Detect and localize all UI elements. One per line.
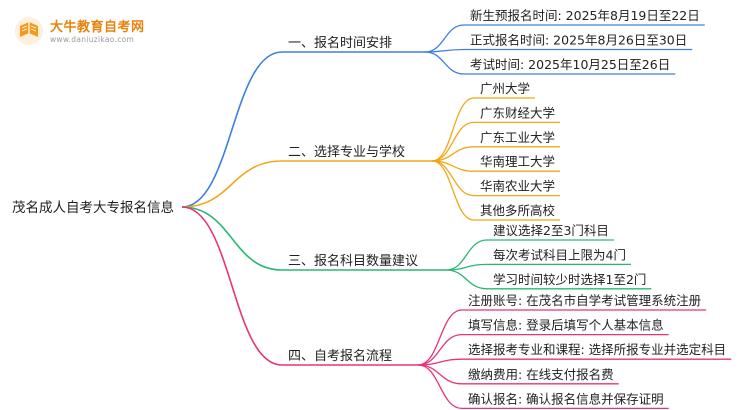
leaf-topic: 选择报考专业和课程: 选择所报专业并选定科目 <box>468 342 726 357</box>
branch-leaf-connector <box>431 97 475 162</box>
leaf-topic: 缴纳费用: 在线支付报名费 <box>468 367 614 382</box>
root-branch-connector <box>181 206 283 271</box>
root-branch-connector <box>181 206 283 366</box>
leaf-topic: 广东工业大学 <box>480 130 555 145</box>
leaf-topic: 建议选择2至3门科目 <box>493 223 609 238</box>
leaf-topic: 注册账号: 在茂名市自学考试管理系统注册 <box>468 293 701 308</box>
branch-leaf-connector <box>417 364 463 410</box>
connector-layer <box>181 24 732 410</box>
branch-topic: 三、报名科目数量建议 <box>288 253 418 269</box>
label-layer: 茂名成人自考大专报名信息 一、报名时间安排 新生预报名时间: 2025年8月19日至… <box>12 8 726 406</box>
book-logo-icon <box>15 17 43 45</box>
site-logo: 大牛教育自考网 www.daniuzikao.com <box>14 14 164 50</box>
branch-leaf-connector <box>431 121 475 162</box>
leaf-topic: 每次考试科目上限为4门 <box>493 247 626 262</box>
leaf-topic: 考试时间: 2025年10月25日至26日 <box>470 57 670 72</box>
root-topic: 茂名成人自考大专报名信息 <box>12 199 174 216</box>
branch-leaf-connector <box>445 263 488 271</box>
leaf-topic: 华南农业大学 <box>480 179 555 194</box>
branch-topic: 四、自考报名流程 <box>288 348 392 364</box>
branch-leaf-connector <box>417 364 463 385</box>
root-branch-connector <box>181 51 283 208</box>
root-branch-connector <box>181 160 283 208</box>
branch-leaf-connector <box>445 239 488 271</box>
branch-leaf-connector <box>431 160 475 221</box>
branch-leaf-connector <box>417 358 463 366</box>
branch-leaf-connector <box>445 269 488 290</box>
leaf-topic: 新生预报名时间: 2025年8月19日至22日 <box>470 8 700 23</box>
leaf-topic: 学习时间较少时选择1至2门 <box>493 272 646 287</box>
branch-leaf-connector <box>417 309 463 366</box>
leaf-topic: 其他多所高校 <box>480 203 556 218</box>
branch-leaf-connector <box>431 146 475 162</box>
leaf-topic: 广州大学 <box>480 81 530 96</box>
leaf-topic: 华南理工大学 <box>480 154 555 169</box>
logo-site-name: 大牛教育自考网 <box>50 20 145 35</box>
branch-topic: 一、报名时间安排 <box>288 35 392 51</box>
leaf-topic: 正式报名时间: 2025年8月26日至30日 <box>470 33 687 48</box>
leaf-topic: 确认报名: 确认报名信息并保存证明 <box>468 391 664 406</box>
logo-site-url: www.daniuzikao.com <box>50 35 135 44</box>
branch-leaf-connector <box>424 24 465 53</box>
leaf-topic: 填写信息: 登录后填写个人基本信息 <box>468 318 664 333</box>
branch-topic: 二、选择专业与学校 <box>288 144 405 160</box>
branch-leaf-connector <box>417 333 463 366</box>
leaf-topic: 广东财经大学 <box>480 105 555 120</box>
branch-leaf-connector <box>424 51 465 75</box>
